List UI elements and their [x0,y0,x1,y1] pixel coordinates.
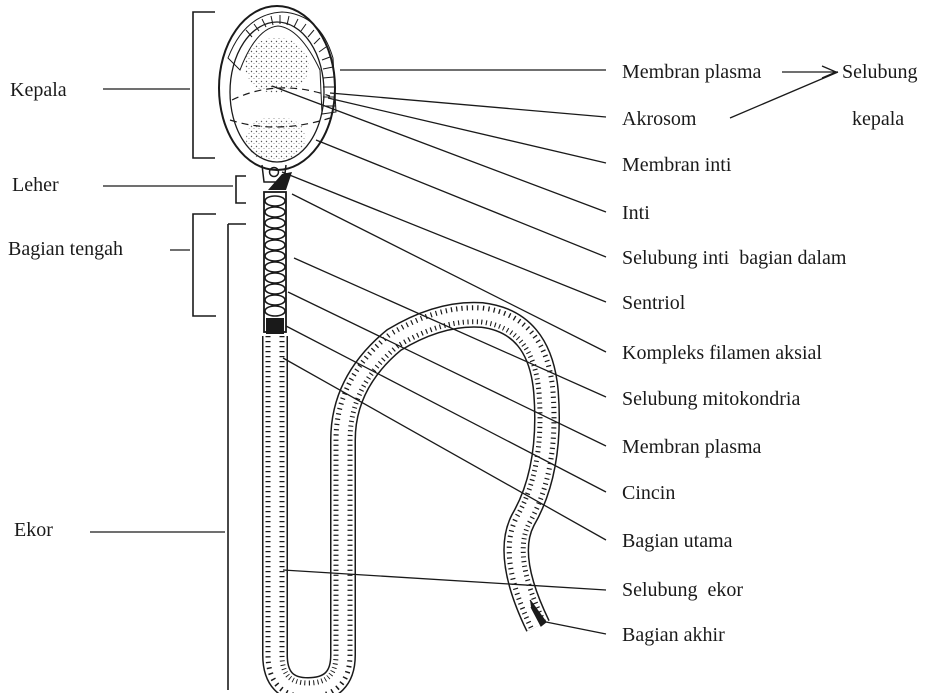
region-brackets [193,12,246,690]
label-tail-sheath: Selubung ekor [622,579,743,601]
tail-sheath-inner [275,315,547,690]
label-head-sheath-line1: Selubung [842,61,918,83]
label-axial-filament-complex: Kompleks filamen aksial [622,342,822,364]
label-inner-nuclear-sheath: Selubung inti bagian dalam [622,247,846,269]
label-principal-piece: Bagian utama [622,530,733,552]
leader-nucleus [272,86,606,212]
tail-core [275,315,547,690]
label-acrosome: Akrosom [622,108,696,130]
sperm-midpiece [264,192,286,334]
label-tail: Ekor [14,519,53,541]
label-end-piece: Bagian akhir [622,624,725,646]
centriole-ring [270,168,279,177]
leader-acrosome [330,93,606,117]
sperm-tail [275,315,547,690]
label-midpiece: Bagian tengah [8,238,123,260]
leader-nuclear-membrane [328,98,606,163]
label-neck: Leher [12,174,59,196]
label-plasma-membrane-mid: Membran plasma [622,436,761,458]
nucleus-stipple-bottom [246,118,306,160]
leader-end-piece [546,622,606,634]
label-ring: Cincin [622,482,675,504]
label-mitochondrial-sheath: Selubung mitokondria [622,388,800,410]
tail-hatching [275,315,547,690]
tail-sheath-outline [275,315,547,690]
label-head-sheath-line2: kepala [852,108,904,130]
ring-annulus [266,318,284,334]
head-bracket [193,12,215,158]
nucleus-stipple-top [245,38,309,93]
label-nucleus: Inti [622,202,650,224]
neck-bracket [236,176,246,203]
label-head: Kepala [10,79,67,101]
label-nuclear-membrane: Membran inti [622,154,731,176]
leader-mitochondrial-sheath [294,258,606,397]
label-centriole: Sentriol [622,292,685,314]
label-plasma-membrane-head: Membran plasma [622,61,761,83]
midpiece-bracket [193,214,216,316]
left-pointer-lines [90,89,233,532]
